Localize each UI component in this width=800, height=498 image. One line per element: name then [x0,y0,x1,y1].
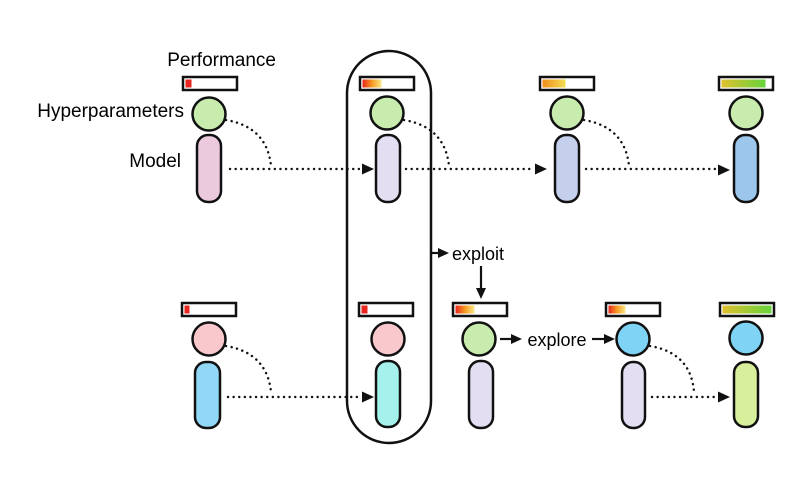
model-rect [732,360,760,429]
model-label: Model [129,151,181,172]
model-rect [195,133,223,204]
worker-top-2 [358,75,416,204]
arrowhead-icon [438,248,449,258]
performance-bar-fill [361,305,368,314]
performance-bar [180,301,238,318]
explore-label: explore [527,330,586,350]
worker-bottom-5 [718,301,776,429]
arrowhead-icon [362,391,374,403]
model-rect [374,133,402,204]
performance-bar-fill [362,79,382,88]
performance-bar-fill [184,305,190,314]
arrowhead-icon [718,391,730,403]
hyperparam-to-model-dotted-curve [224,344,273,394]
performance-bar [181,75,239,92]
hyperparameters-circle [549,95,585,131]
hyperparameters-circle [191,96,227,132]
worker-bottom-4 [604,301,662,430]
performance-bar-fill [722,305,772,314]
arrowhead-icon [476,288,486,299]
performance-bar-fill [721,79,766,88]
worker-top-1 [181,75,239,204]
hyperparameters-label: Hyperparameters [37,101,184,122]
hyperparameters-circle [461,321,497,357]
performance-bar-fill [608,305,626,314]
hyperparam-to-model-dotted-curve [648,344,696,394]
selected-worker-outline [345,49,433,445]
performance-bar-fill [542,79,566,88]
hyperparam-to-model-dotted-curve [224,118,273,168]
worker-bottom-3 [451,301,509,430]
model-rect [193,360,222,430]
model-rect [374,359,402,429]
arrowhead-icon [511,334,522,344]
arrowhead-icon [604,334,615,344]
hyperparameters-circle [369,95,405,131]
hyperparameters-circle [728,320,764,356]
exploit-label: exploit [452,244,504,264]
hyperparam-to-model-dotted-curve [402,118,451,168]
model-rect [732,133,760,204]
worker-top-3 [538,75,596,204]
performance-bar-fill [185,79,192,88]
arrowhead-icon [535,163,547,175]
hyperparameters-circle [615,321,651,357]
arrowhead-icon [718,164,730,176]
model-rect [620,360,647,430]
hyperparameters-circle [370,321,406,357]
worker-top-4 [717,75,775,204]
worker-bottom-2 [357,301,415,429]
performance-bar [357,301,415,318]
model-rect [467,359,495,430]
hyperparam-to-model-dotted-curve [582,118,631,168]
worker-bottom-1 [180,301,238,430]
hyperparameters-circle [728,95,764,131]
arrowhead-icon [362,163,374,175]
model-rect [553,133,581,204]
hyperparameters-circle [191,321,227,357]
performance-bar-fill [455,305,475,314]
performance-label: Performance [167,50,276,71]
